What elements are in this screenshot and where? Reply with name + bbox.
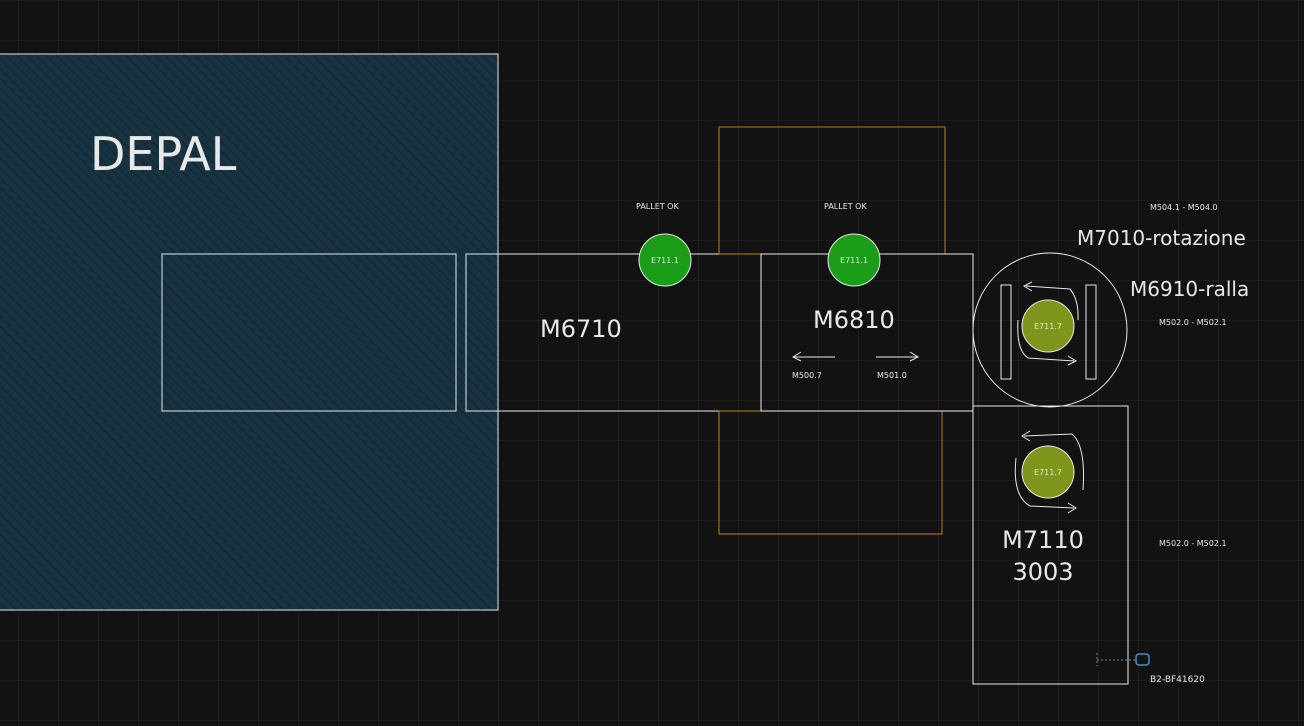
depal-area[interactable] <box>0 53 499 611</box>
rotation-arrows-icon <box>1017 281 1079 366</box>
rotation-arrows-icon-2 <box>1014 430 1084 514</box>
m6910-label: M6910-ralla <box>1130 277 1249 301</box>
m502-label-a: M502.0 - M502.1 <box>1159 318 1227 327</box>
pallet-ok-label-2: PALLET OK <box>824 202 867 211</box>
photocell-b2-bf41620-icon[interactable] <box>1096 653 1150 666</box>
m500-7-label: M500.7 <box>792 371 822 380</box>
m6710-label: M6710 <box>540 315 622 343</box>
turntable-rail-right <box>1085 284 1097 380</box>
depal-inner-conveyor[interactable] <box>161 253 457 412</box>
sensor-e711-1-b[interactable]: E711.1 <box>827 233 881 287</box>
m7110-code-label: 3003 <box>1012 558 1073 586</box>
m504-label: M504.1 - M504.0 <box>1150 203 1218 212</box>
turntable-m6910[interactable] <box>972 252 1128 408</box>
m7010-label: M7010-rotazione <box>1077 226 1246 250</box>
sensor-e711-7-a[interactable]: E711.7 <box>1021 299 1075 353</box>
m501-0-label: M501.0 <box>877 371 907 380</box>
m502-label-b: M502.0 - M502.1 <box>1159 539 1227 548</box>
pallet-ok-label-1: PALLET OK <box>636 202 679 211</box>
arrow-right-icon <box>876 351 920 362</box>
turntable-rail-left <box>1000 284 1012 380</box>
sensor-e711-1-a-label: E711.1 <box>651 256 679 265</box>
b2-bf41620-label: B2-BF41620 <box>1150 675 1205 685</box>
sensor-e711-7-a-label: E711.7 <box>1034 322 1062 331</box>
arrow-left-icon <box>791 351 835 362</box>
sensor-e711-7-b[interactable]: E711.7 <box>1021 445 1075 499</box>
m7110-label: M7110 <box>1002 526 1084 554</box>
sensor-e711-1-a[interactable]: E711.1 <box>638 233 692 287</box>
sensor-e711-7-b-label: E711.7 <box>1034 468 1062 477</box>
conveyor-m7110[interactable] <box>972 405 1129 685</box>
sensor-e711-1-b-label: E711.1 <box>840 256 868 265</box>
m6810-label: M6810 <box>813 306 895 334</box>
depal-label: DEPAL <box>90 127 237 181</box>
